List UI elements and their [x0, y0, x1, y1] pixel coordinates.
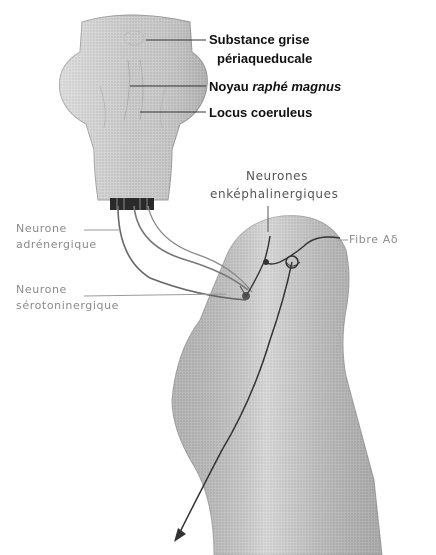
- label-fibre-a-delta: Fibre Aδ: [349, 234, 398, 245]
- label-periaqueducale: périaqueducale: [217, 52, 312, 65]
- label-locus-coeruleus: Locus coeruleus: [209, 106, 312, 119]
- label-substance-grise: Substance grise: [209, 33, 309, 46]
- label-adrenergique: adrénergique: [16, 239, 97, 250]
- label-noyau-raphe-magnus: Noyau raphé magnus: [209, 80, 341, 93]
- label-neurone-serotoninergique-1: Neurone: [16, 284, 67, 295]
- label-enkephalinergiques: enképhalinergiques: [210, 188, 338, 200]
- label-noyau: Noyau: [209, 79, 249, 94]
- label-neurone-adrenergique-1: Neurone: [16, 223, 67, 234]
- label-serotoninergique: sérotoninergique: [16, 300, 119, 311]
- label-raphe-magnus: raphé magnus: [252, 79, 341, 94]
- label-neurones: Neurones: [246, 170, 308, 182]
